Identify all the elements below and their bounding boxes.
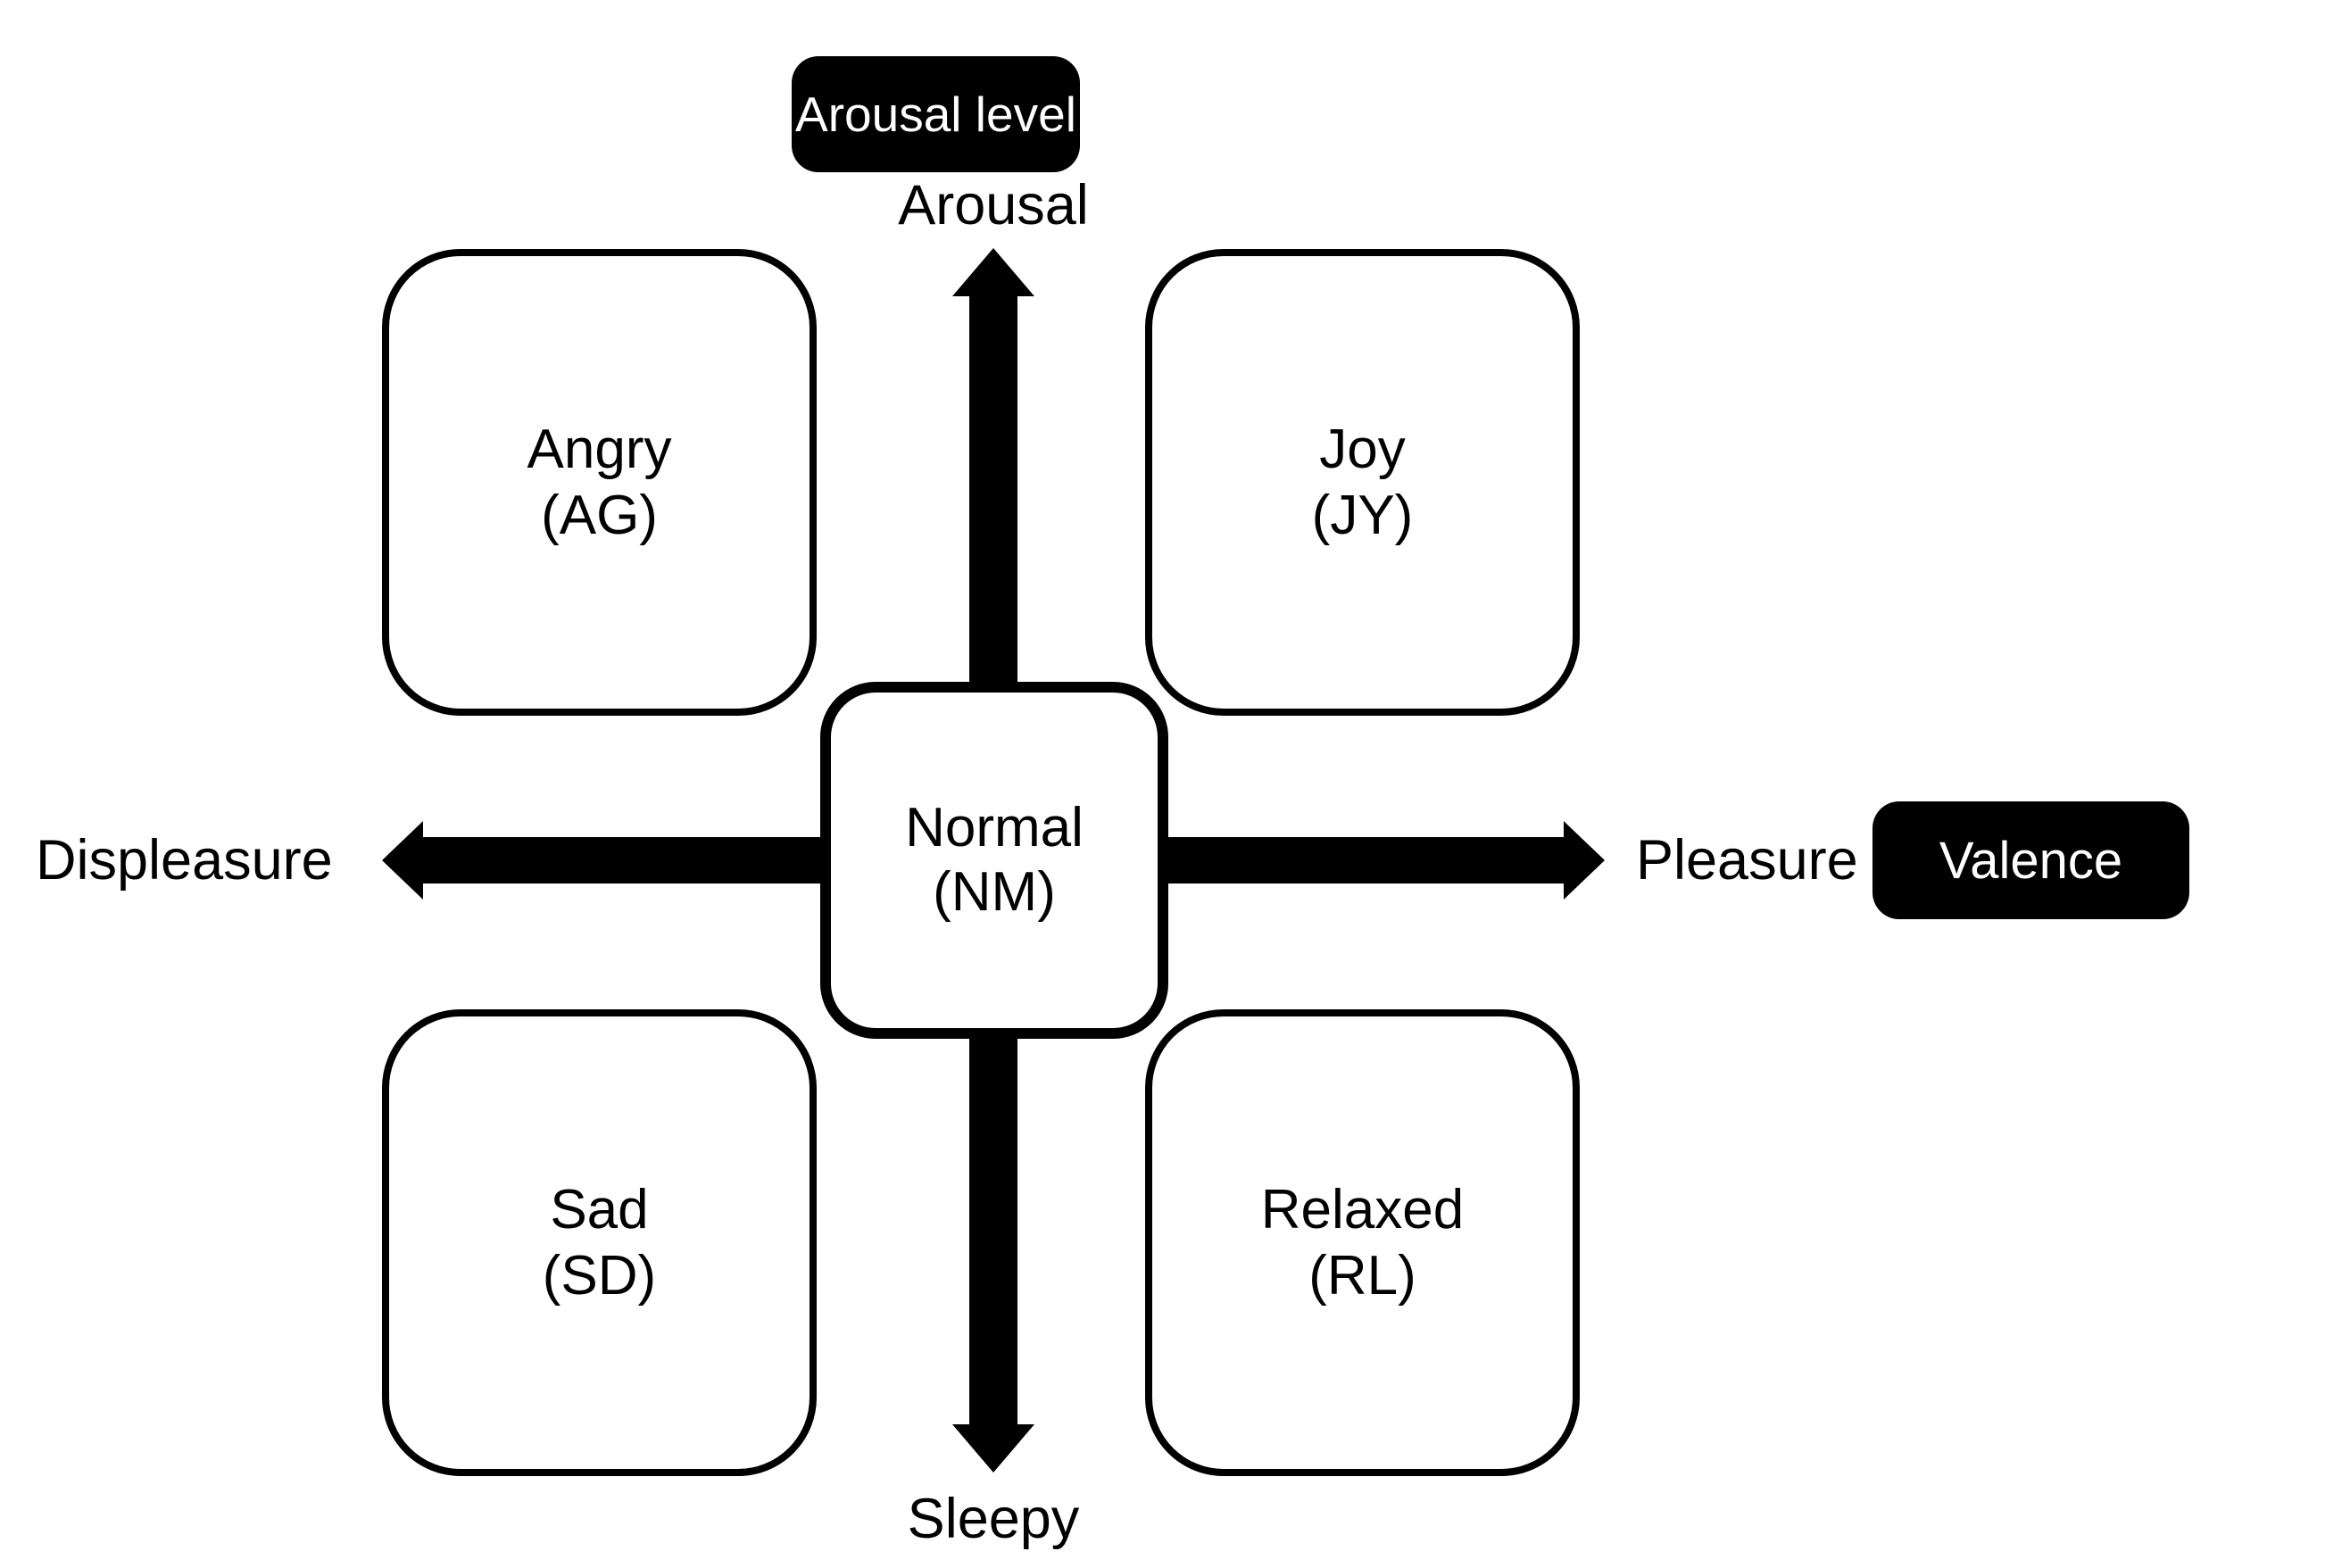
- quadrant-name: Relaxed: [1260, 1178, 1465, 1240]
- quadrant-box-joy: Joy (JY): [1145, 249, 1580, 716]
- quadrant-name: Sad: [550, 1178, 649, 1240]
- valence-badge: Valence: [1872, 801, 2189, 919]
- quadrant-name: Angry: [527, 418, 672, 480]
- quadrant-box-sad: Sad (SD): [382, 1009, 817, 1476]
- arousal-level-badge: Arousal level: [792, 56, 1080, 172]
- quadrant-code: (JY): [1311, 484, 1414, 546]
- quadrant-code: (RL): [1308, 1244, 1416, 1307]
- quadrant-name: Joy: [1319, 418, 1406, 480]
- quadrant-box-relaxed: Relaxed (RL): [1145, 1009, 1580, 1476]
- pleasure-axis-label: Pleasure: [1636, 829, 1858, 892]
- center-box-normal: Normal (NM): [820, 682, 1168, 1039]
- quadrant-box-angry: Angry (AG): [382, 249, 817, 716]
- quadrant-code: (SD): [542, 1244, 657, 1307]
- arousal-axis-label: Arousal: [898, 174, 1089, 236]
- center-name: Normal: [905, 797, 1084, 859]
- quadrant-code: (AG): [541, 484, 658, 546]
- arousal-level-badge-label: Arousal level: [795, 87, 1076, 142]
- valence-badge-label: Valence: [1939, 831, 2123, 890]
- sleepy-axis-label: Sleepy: [907, 1488, 1080, 1550]
- center-code: (NM): [933, 861, 1056, 923]
- displeasure-axis-label: Displeasure: [36, 829, 333, 892]
